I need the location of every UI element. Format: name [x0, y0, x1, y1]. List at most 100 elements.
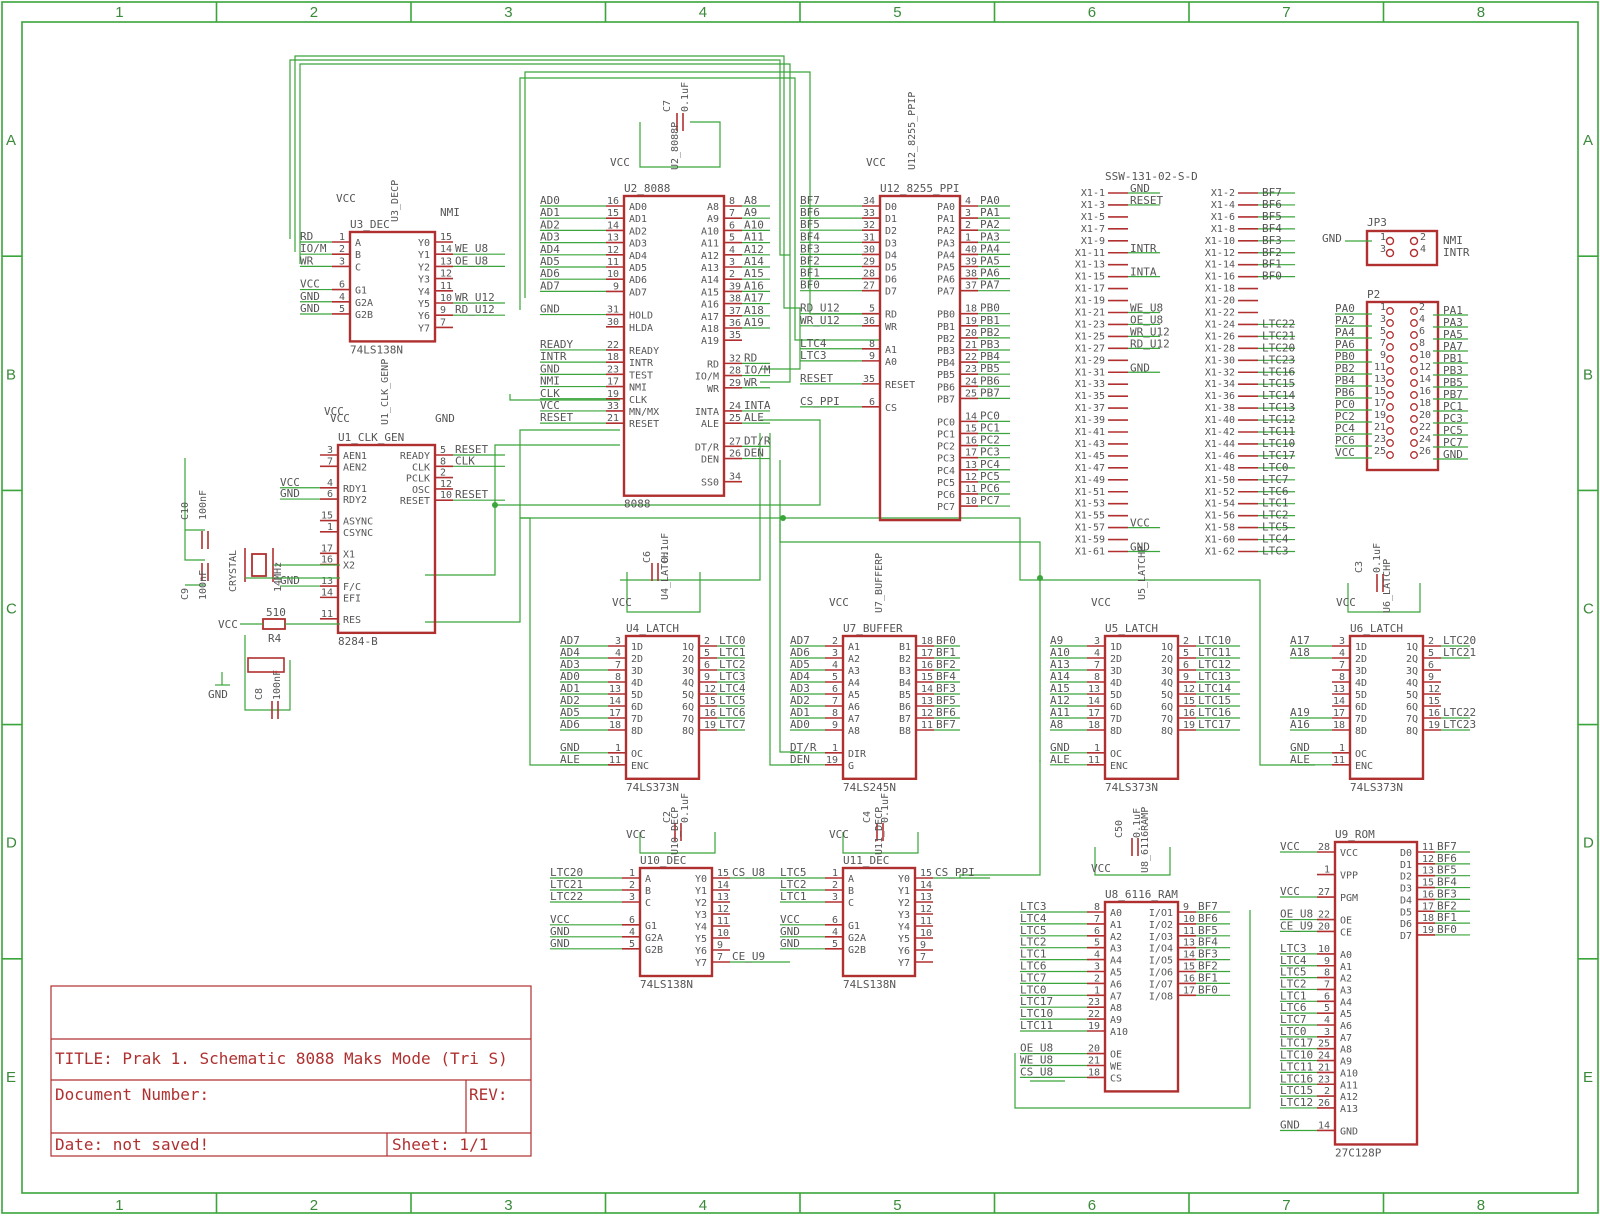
net-label: LTC23 [1443, 718, 1476, 731]
pin-circle [1410, 391, 1418, 399]
chip-body [841, 866, 917, 978]
pin-name: A15 [701, 287, 719, 298]
net-label: PB0 [980, 302, 1000, 315]
pin-name: Y3 [695, 910, 707, 921]
pin-number: 21 [607, 413, 619, 424]
chip-body [638, 866, 714, 978]
net-label: BF0 [936, 634, 956, 647]
pin-number: 2 [965, 220, 971, 231]
zone-col-bottom: 4 [699, 1197, 707, 1214]
pin-number: 7 [1094, 914, 1100, 925]
pin-number: 27 [729, 436, 741, 447]
pin-number: 8 [832, 708, 838, 719]
zone-row-left: E [6, 1069, 16, 1086]
chip-type: 8088 [624, 498, 651, 511]
pin-number: 37 [729, 306, 741, 317]
pin-number: 17 [1088, 708, 1100, 719]
pin-name: VPP [1340, 871, 1358, 882]
pin-number: 24 [729, 401, 741, 412]
net-label: AD3 [540, 231, 560, 244]
net-label: A11 [744, 231, 764, 244]
pin-name: 1D [631, 642, 643, 653]
pin-name: X1-32 [1205, 367, 1235, 378]
cap-value: 100nF [198, 570, 209, 600]
net-label: PC2 [980, 434, 1000, 447]
pin-number: 12 [1428, 684, 1440, 695]
pin-number: 14 [717, 880, 729, 891]
cap-value: 0.1uF [1132, 808, 1143, 838]
pin-number: 36 [863, 316, 875, 327]
pin-name: ENC [631, 761, 649, 772]
net-label: CS_U8 [732, 866, 765, 879]
pin-number: 6 [327, 489, 333, 500]
net-label: CE_U9 [1280, 919, 1313, 932]
pin-name: X1-24 [1205, 319, 1235, 330]
pin-name: X1-18 [1205, 284, 1235, 295]
pin-name: 1Q [682, 642, 694, 653]
zone-col-top: 3 [504, 4, 512, 21]
net-label: BF2 [1437, 899, 1457, 912]
pin-name: B [645, 886, 651, 897]
pin-name: I/O8 [1149, 991, 1173, 1002]
pin-number: 19 [1428, 720, 1440, 731]
pin-name: PB5 [937, 370, 955, 381]
net-label: RD [744, 351, 757, 364]
net-label: PC4 [980, 458, 1000, 471]
net-label: AD0 [540, 194, 560, 207]
pin-number: 5 [629, 939, 635, 950]
net-label: LTC10 [1020, 1007, 1053, 1020]
chip-u12: U12_8255_PPIVCC34D0BF733D1BF632D2BF531D3… [800, 156, 1010, 522]
net-label: LTC7 [1020, 971, 1047, 984]
pin-number: 15 [920, 868, 932, 879]
pin-number: 1 [629, 868, 635, 879]
net-label: GND [1290, 741, 1310, 754]
chip-power-label: VCC [324, 405, 344, 418]
net-label: LTC11 [1198, 646, 1231, 659]
pin-name: Y0 [418, 238, 430, 249]
net-label: LTC4 [1020, 912, 1047, 925]
pin-name: A18 [701, 324, 719, 335]
net-label: PA7 [980, 279, 1000, 292]
net-label: DT/R [744, 434, 771, 447]
pin-number: 29 [863, 257, 875, 268]
pin-number: 30 [607, 317, 619, 328]
net-label: CLK [455, 454, 475, 467]
pin-number: 1 [339, 232, 345, 243]
pin-name: A8 [1340, 1045, 1352, 1056]
net-label: PC5 [1443, 424, 1463, 437]
net-label: PC1 [1443, 400, 1463, 413]
net-label: DEN [790, 753, 810, 766]
net-label: AD4 [540, 243, 560, 256]
pin-name: G2A [848, 933, 866, 944]
zone-row-right: C [1583, 601, 1594, 618]
pin-name: 2D [631, 654, 643, 665]
cap-value: 100nF [272, 670, 283, 700]
sheet-label: Sheet: 1/1 [392, 1135, 488, 1154]
net-label: GND [1280, 1118, 1300, 1131]
pin-number: 16 [965, 436, 977, 447]
net-label: ALE [1050, 753, 1070, 766]
pin-name: B6 [899, 702, 911, 713]
pin-name: PB1 [937, 322, 955, 333]
net-label: RD_U12 [1130, 337, 1170, 350]
net-label: PA2 [980, 218, 1000, 231]
pin-number: 12 [704, 684, 716, 695]
pin-number: 2 [1428, 636, 1434, 647]
pin-number: 2 [629, 880, 635, 891]
pin-number: 27 [1318, 887, 1330, 898]
pin-number: 14 [965, 411, 977, 422]
pin-number: 6 [729, 220, 735, 231]
pin-number: 19 [826, 755, 838, 766]
pin-name: X1-43 [1075, 439, 1105, 450]
net-label: LTC15 [1262, 377, 1295, 390]
u12-part-label: U12_8255_PPIP [907, 92, 918, 170]
chip-u4: U4_LATCH74LS373NVCC31DAD742DAD473DAD384D… [560, 596, 746, 794]
zone-col-top: 8 [1477, 4, 1485, 21]
pin-name: A10 [701, 226, 719, 237]
pin-number: 34 [863, 196, 875, 207]
pin-number: 2 [704, 636, 710, 647]
pin-name: INTA [695, 407, 719, 418]
pin-name: X1-56 [1205, 511, 1235, 522]
cap-part-label: U10_DECP [670, 807, 681, 855]
